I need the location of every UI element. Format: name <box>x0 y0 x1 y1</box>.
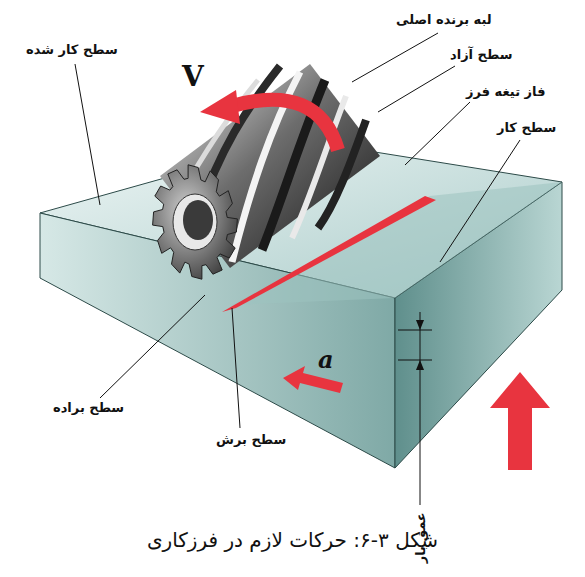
leader-lines <box>75 33 520 428</box>
cutter-bore-ring <box>173 194 217 250</box>
cutter-bore <box>183 200 213 240</box>
callout-label: سطح براده <box>53 400 124 416</box>
feed-arrow <box>283 366 343 393</box>
feed-symbol: a <box>318 346 334 375</box>
dimension-arrowhead <box>416 320 424 330</box>
callout-label: سطح آزاد <box>450 47 512 63</box>
callout-label: سطح برش <box>216 432 286 448</box>
callout-label: سطح کار <box>497 120 556 136</box>
milling-cutter <box>153 64 380 279</box>
dimension-lines <box>398 312 432 505</box>
callout-label: لبه برنده اصلی <box>396 12 492 28</box>
callout-label: سطح کار شده <box>26 42 118 58</box>
dimension-arrowhead <box>416 360 424 370</box>
callout-label: فاز تیغه فرز <box>466 84 545 100</box>
vertical-feed-arrow <box>490 372 550 470</box>
velocity-symbol: V <box>182 60 204 94</box>
cutter-end-face <box>153 165 238 279</box>
figure-caption: شکل ۳-۶: حرکات لازم در فرزکاری <box>147 527 438 553</box>
rotation-arrow <box>200 90 338 150</box>
